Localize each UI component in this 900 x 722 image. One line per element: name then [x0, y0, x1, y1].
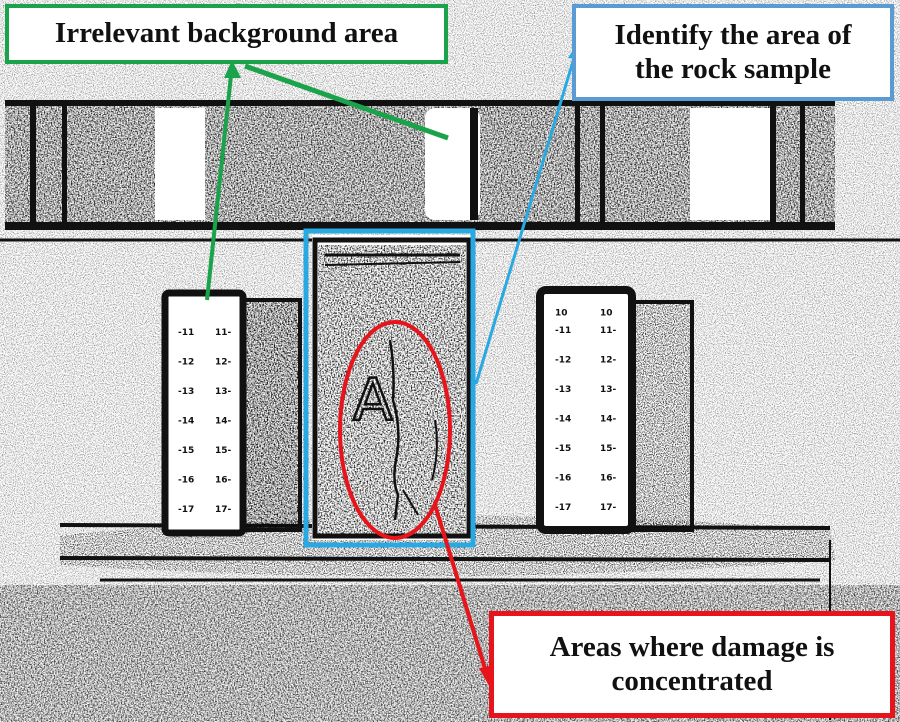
ruler-tick-label: 16-: [215, 476, 232, 486]
ruler-tick-label: 14-: [600, 415, 617, 425]
ruler-tick-label: 15-: [215, 446, 232, 456]
ruler-tick-label: 10: [600, 309, 613, 319]
crack-line: [388, 339, 400, 521]
ruler-tick-label: 12-: [215, 358, 232, 368]
ruler-tick-label: 14-: [215, 417, 232, 427]
ruler-tick-label: -16: [555, 474, 571, 484]
ruler-tick-label: 11-: [600, 326, 617, 336]
ruler-tick-label: -11: [555, 326, 571, 336]
ruler-tick-label: 17-: [215, 505, 232, 515]
ruler-tick-label: -11: [178, 328, 194, 338]
rock-specimen: A: [312, 235, 472, 540]
callout-damage-area: Areas where damage is concentrated: [489, 611, 895, 718]
callout-damage-line1: Areas where damage is: [549, 631, 835, 664]
callout-background-label: Irrelevant background area: [54, 17, 399, 50]
right-ruler-block: [536, 286, 694, 534]
ruler-tick-label: -12: [555, 356, 571, 366]
callout-damage-line2: concentrated: [611, 664, 773, 697]
ruler-tick-label: -13: [178, 387, 194, 397]
ruler-tick-label: -17: [555, 503, 571, 513]
ruler-tick-label: 10: [555, 309, 568, 319]
upper-platen: [0, 100, 900, 242]
ruler-tick-label: -15: [555, 444, 571, 454]
ruler-tick-label: -13: [555, 385, 571, 395]
left-ruler-labels: -11 11- -12 12- -13 13- -14 14- -15 15- -16 16- -17 1…: [178, 328, 232, 515]
ruler-tick-label: 12-: [600, 356, 617, 366]
ruler-tick-label: -12: [178, 358, 194, 368]
ruler-tick-label: 15-: [600, 444, 617, 454]
ruler-tick-label: 17-: [600, 503, 617, 513]
ruler-tick-label: 16-: [600, 474, 617, 484]
ruler-tick-label: -14: [555, 415, 571, 425]
right-ruler-labels: 10 10 -11 11- -12 12- -13 13- -14 14- -15 15- -16 16-…: [555, 309, 617, 514]
callout-rock-sample: Identify the area of the rock sample: [572, 4, 894, 101]
callout-rock-sample-line1: Identify the area of: [614, 19, 852, 52]
damage-ellipse: [338, 320, 452, 540]
ruler-tick-label: -14: [178, 417, 194, 427]
ruler-tick-label: -17: [178, 505, 194, 515]
ruler-tick-label: 11-: [215, 328, 232, 338]
ruler-tick-label: -15: [178, 446, 194, 456]
specimen-letter: A: [353, 366, 393, 434]
left-ruler-block: [161, 289, 302, 537]
ruler-tick-label: 13-: [215, 387, 232, 397]
ruler-tick-label: -16: [178, 476, 194, 486]
sample-box: [303, 228, 476, 548]
callout-rock-sample-line2: the rock sample: [634, 52, 831, 85]
callout-background-area: Irrelevant background area: [5, 4, 448, 64]
ruler-tick-label: 13-: [600, 385, 617, 395]
